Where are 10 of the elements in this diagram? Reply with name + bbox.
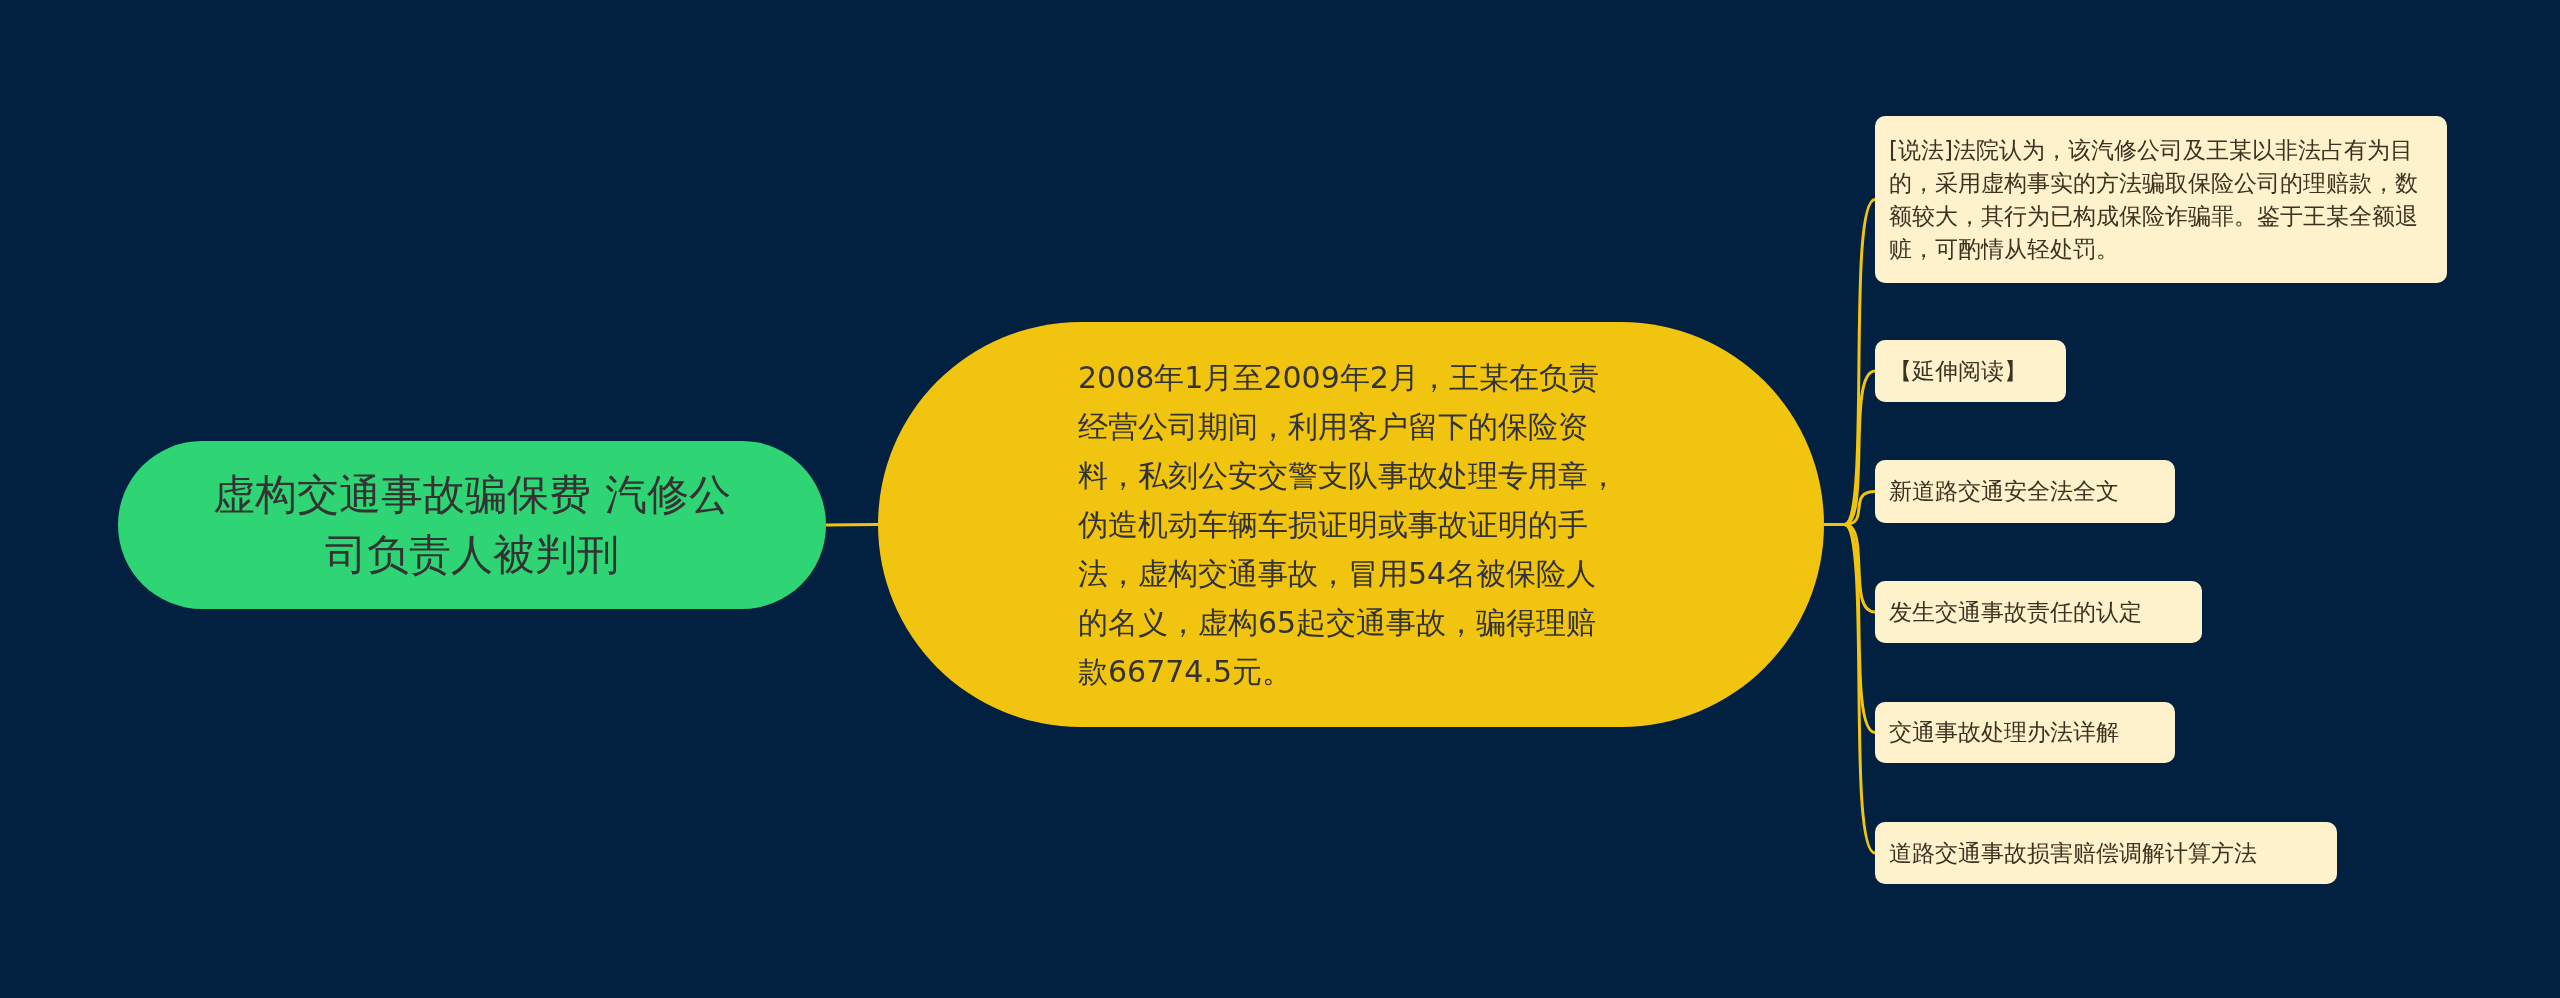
topic-box: 道路交通事故损害赔偿调解计算方法 <box>1875 822 2337 884</box>
topic-box: 【延伸阅读】 <box>1875 340 2066 402</box>
topic-box: 发生交通事故责任的认定 <box>1875 581 2202 643</box>
connector-line <box>826 523 878 527</box>
summary-pill: 2008年1月至2009年2月，王某在负责经营公司期间，利用客户留下的保险资料，私刻公安交警支队事故处理专用章，伪造机动车辆车损证明或事故证明的手法，虚构交通事故，冒用54名被保险人的名义，虚构65起交通事故，骗得理赔款66774.5元。 <box>878 322 1824 727</box>
topic-box: 交通事故处理办法详解 <box>1875 702 2175 763</box>
connector-line <box>1824 523 1877 855</box>
topic-pill: 虚构交通事故骗保费 汽修公司负责人被判刑 <box>118 441 826 609</box>
topic-box: 新道路交通安全法全文 <box>1875 460 2175 523</box>
note-box: [说法]法院认为，该汽修公司及王某以非法占有为目的，采用虚构事实的方法骗取保险公司的理赔款，数额较大，其行为已构成保险诈骗罪。鉴于王某全额退赃，可酌情从轻处罚。 <box>1875 116 2447 283</box>
